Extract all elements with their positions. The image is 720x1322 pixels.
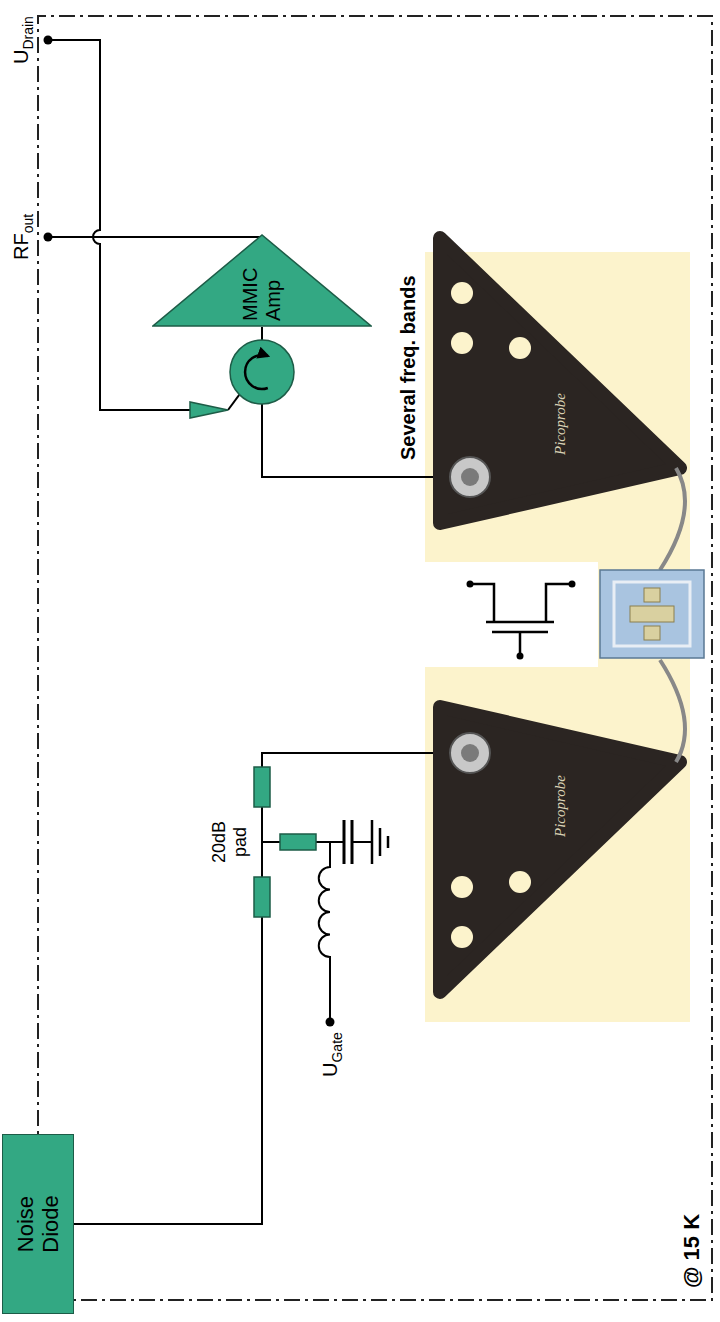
probe-brand-holder: Picoprobe	[552, 393, 569, 455]
terminal-dot	[326, 1018, 335, 1027]
output-wire	[48, 236, 262, 238]
probe-hole	[509, 871, 531, 893]
probe-brand: Picoprobe	[552, 775, 569, 837]
signal-main: RF	[10, 233, 32, 260]
probe-hole	[451, 876, 473, 898]
probe-hole	[451, 332, 473, 354]
capacitor-plate	[351, 820, 354, 864]
gate-bar	[492, 631, 548, 634]
signal-wire	[262, 404, 450, 477]
input-probe	[440, 660, 685, 992]
note-label: Several freq. bands	[397, 275, 420, 460]
transistor-symbol	[470, 584, 572, 656]
node-text: MMIC Amp	[239, 268, 285, 321]
note-label-holder: Several freq. bands	[397, 275, 420, 460]
amplifier-triangle: MMIC Amp	[152, 234, 372, 327]
chip-photo	[600, 570, 704, 658]
channel-bar	[486, 621, 554, 624]
signal-wire	[262, 753, 450, 767]
shunt-wire	[262, 841, 280, 843]
wires	[48, 40, 450, 1224]
probe-brand-holder: Picoprobe	[552, 775, 569, 837]
resistor-symbol	[280, 834, 316, 850]
probe-body	[440, 238, 680, 523]
signal-main: U	[319, 1063, 341, 1077]
noise-source-box: Noise Diode	[2, 1134, 74, 1314]
temperature-label: @ 15 K	[679, 1214, 704, 1288]
probe-hole	[509, 337, 531, 359]
probe-body	[440, 707, 680, 992]
chip-pattern	[614, 582, 690, 646]
output-probe	[440, 238, 685, 570]
bias-wire	[228, 395, 239, 410]
amplifier-shape	[153, 235, 371, 326]
capacitor-ground	[344, 820, 388, 864]
probe-cable	[660, 468, 685, 570]
gate-lead	[519, 632, 522, 656]
inductor-symbol	[319, 842, 330, 1022]
ground-symbol	[387, 836, 390, 848]
attenuator-pad	[254, 767, 316, 917]
chip-pad	[644, 626, 660, 640]
terminal-dot	[569, 581, 576, 588]
pad-label: 20dB pad	[209, 821, 250, 863]
signal-subscript: out	[20, 214, 36, 233]
signal-main: U	[10, 50, 32, 64]
bias-wedge	[190, 402, 228, 418]
probe-connector	[450, 733, 490, 773]
signal-wire	[261, 327, 263, 340]
signal-name: RFout	[10, 214, 33, 260]
probe-brand: Picoprobe	[552, 393, 569, 455]
cryostat-boundary	[38, 16, 712, 1300]
terminal-dot	[467, 581, 474, 588]
node-text: Noise Diode	[13, 1195, 64, 1252]
chip-pad	[644, 588, 660, 602]
signal-name: UGate	[319, 1032, 342, 1077]
terminal-dot	[44, 36, 53, 45]
probe-connector	[450, 457, 490, 497]
probe-hole	[451, 926, 473, 948]
circulator-symbol	[230, 340, 294, 404]
resistor-symbol	[254, 877, 270, 917]
probe-hole	[451, 282, 473, 304]
capacitor-plate	[343, 820, 346, 864]
resistor-symbol	[254, 767, 270, 807]
temperature-label-holder: @ 15 K	[679, 1214, 704, 1288]
circulator-arrow	[245, 355, 268, 389]
signal-wire	[74, 917, 262, 1224]
signal-name: UDrain	[10, 16, 33, 64]
chip-pad	[630, 606, 674, 622]
signal-name-holder: RFout	[10, 214, 33, 260]
signal-name-holder: UGate	[319, 1032, 342, 1077]
drain-lead	[470, 584, 494, 622]
chip-die	[600, 570, 704, 658]
bias-wire	[48, 40, 190, 410]
probe-cable	[660, 660, 685, 762]
terminal-dot	[517, 653, 524, 660]
signal-subscript: Gate	[329, 1032, 345, 1062]
terminal-dot	[44, 233, 53, 242]
probe-connector	[461, 744, 479, 762]
ground-symbol	[371, 820, 374, 864]
ground-wire	[352, 841, 372, 843]
source-lead	[546, 584, 572, 622]
ground-symbol	[379, 828, 382, 856]
signal-subscript: Drain	[20, 16, 36, 49]
signal-name-holder: UDrain	[10, 16, 33, 64]
pad-label-holder: 20dB pad	[209, 821, 250, 863]
probe-connector	[461, 468, 479, 486]
